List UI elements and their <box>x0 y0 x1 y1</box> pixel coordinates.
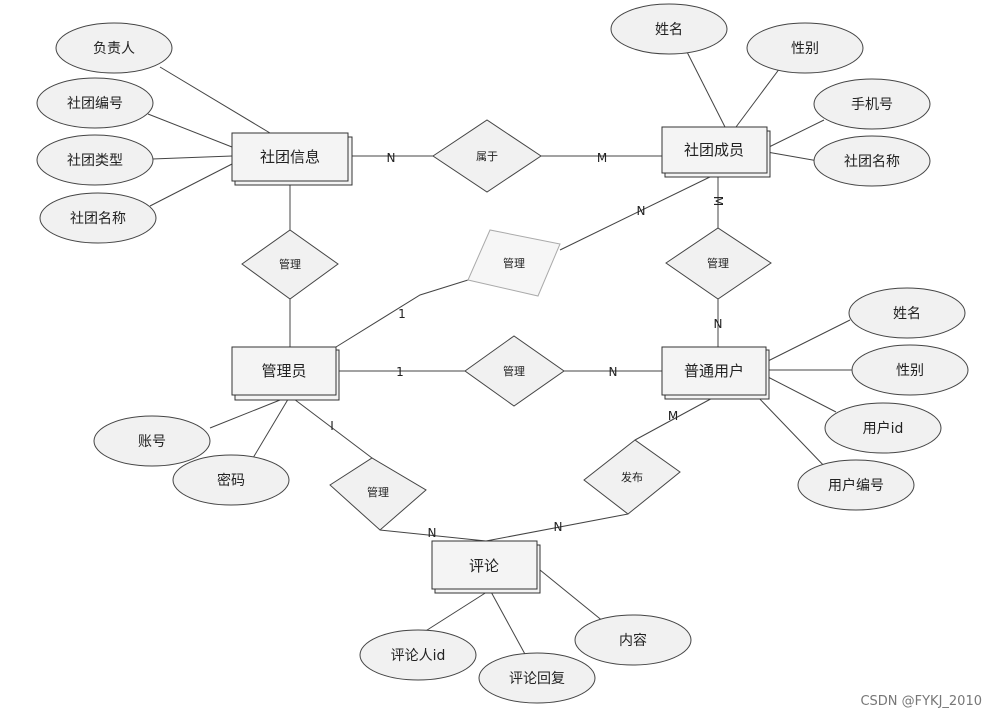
card-admin-comment-bottom: N <box>428 526 437 540</box>
rel-manage-club[interactable]: 管理 <box>241 229 339 300</box>
attr-club-fuzeren-label: 负责人 <box>93 41 135 57</box>
rel-manage-user-member-label: 管理 <box>707 256 729 270</box>
line-manage4-comment <box>379 529 487 542</box>
card-admin-user-left: 1 <box>396 365 404 379</box>
attr-club-fuzeren: 负责人 <box>55 22 173 74</box>
rel-manage-member-label: 管理 <box>503 256 525 270</box>
attr-member-name: 姓名 <box>610 3 728 55</box>
entity-admin-label: 管理员 <box>261 362 306 380</box>
rel-publish[interactable]: 发布 <box>583 439 681 515</box>
connections <box>147 47 852 657</box>
rel-manage-user-label: 管理 <box>503 364 525 378</box>
rel-manage-member[interactable]: 管理 <box>467 229 561 297</box>
line-admin-password <box>249 395 291 464</box>
entity-club-member[interactable]: 社团成员 <box>661 126 771 178</box>
attr-club-id-label: 社团编号 <box>67 96 123 112</box>
line-user-id <box>765 375 837 413</box>
line-user-name <box>765 319 851 363</box>
rel-manage-user[interactable]: 管理 <box>464 335 565 407</box>
attr-member-gender: 性别 <box>746 22 864 74</box>
attr-user-no-label: 用户编号 <box>828 477 884 494</box>
attr-member-phone-label: 手机号 <box>851 97 893 113</box>
rel-belongs[interactable]: 属于 <box>432 119 542 193</box>
line-manage2-admin <box>335 279 469 348</box>
entity-club-member-label: 社团成员 <box>684 141 744 159</box>
entity-normal-user[interactable]: 普通用户 <box>661 346 770 400</box>
entity-comment-label: 评论 <box>469 557 499 575</box>
attr-user-id: 用户id <box>824 402 942 454</box>
line-publish-user <box>634 394 719 441</box>
line-member-gender <box>735 67 781 128</box>
rel-belongs-label: 属于 <box>476 150 498 163</box>
rel-manage-comment-label: 管理 <box>367 485 389 499</box>
cardinalities: N M 1 N M N 1 N I N M N <box>330 151 725 540</box>
line-club-name <box>149 163 233 207</box>
attr-admin-account: 账号 <box>93 415 211 467</box>
line-comment-content <box>539 569 605 623</box>
card-user-comment-bottom: N <box>554 520 563 534</box>
line-admin-account <box>209 395 291 429</box>
rel-manage-comment[interactable]: 管理 <box>329 457 427 531</box>
attr-comment-content: 内容 <box>574 614 692 666</box>
attr-comment-userid: 评论人id <box>359 629 477 681</box>
attr-user-id-label: 用户id <box>863 420 904 437</box>
entity-admin[interactable]: 管理员 <box>231 346 340 401</box>
card-user-comment-top: M <box>668 409 678 423</box>
line-member-manage2 <box>559 174 715 251</box>
card-admin-user-right: N <box>609 365 618 379</box>
card-member-user-bottom: N <box>714 317 723 331</box>
watermark: CSDN @FYKJ_2010 <box>860 694 982 709</box>
attr-user-gender-label: 性别 <box>896 363 924 379</box>
line-fuzeren <box>159 66 271 134</box>
attr-member-phone: 手机号 <box>813 78 931 130</box>
rel-publish-label: 发布 <box>621 470 643 484</box>
attr-user-name: 姓名 <box>848 287 966 339</box>
line-comment-publish <box>485 513 629 542</box>
attr-admin-password-label: 密码 <box>217 472 245 489</box>
attr-comment-userid-label: 评论人id <box>391 648 446 664</box>
entity-club-info-label: 社团信息 <box>260 148 320 166</box>
line-user-no <box>755 394 829 471</box>
attr-user-no: 用户编号 <box>797 459 915 511</box>
attr-user-name-label: 姓名 <box>893 306 921 322</box>
line-comment-userid <box>423 589 491 633</box>
attr-member-name-label: 姓名 <box>655 22 683 38</box>
line-club-id <box>147 113 233 148</box>
entity-comment[interactable]: 评论 <box>431 540 541 594</box>
card-club-belongs-left: N <box>387 151 396 165</box>
attr-admin-password: 密码 <box>172 454 290 506</box>
attr-user-gender: 性别 <box>851 344 969 396</box>
attr-comment-reply: 评论回复 <box>478 652 596 704</box>
entity-club-info[interactable]: 社团信息 <box>231 132 353 186</box>
card-admin-member-member: N <box>637 204 646 218</box>
line-comment-reply <box>489 589 527 657</box>
attr-club-name: 社团名称 <box>39 192 157 244</box>
card-member-user-top: M <box>711 196 725 206</box>
rel-manage-club-label: 管理 <box>279 257 301 271</box>
attr-member-clubname-label: 社团名称 <box>844 154 900 170</box>
attr-club-name-label: 社团名称 <box>70 211 126 227</box>
attr-club-id: 社团编号 <box>36 77 154 129</box>
rel-manage-user-member[interactable]: 管理 <box>665 227 772 300</box>
attr-club-type-label: 社团类型 <box>67 153 123 169</box>
card-admin-member-admin: 1 <box>398 307 406 321</box>
card-admin-comment-top: I <box>330 419 334 433</box>
attr-comment-reply-label: 评论回复 <box>509 670 565 687</box>
attr-admin-account-label: 账号 <box>138 434 166 450</box>
attr-comment-content-label: 内容 <box>619 632 647 649</box>
attr-club-type: 社团类型 <box>36 134 154 186</box>
attr-member-gender-label: 性别 <box>791 41 819 57</box>
attr-member-clubname: 社团名称 <box>813 135 931 187</box>
line-member-phone <box>766 119 825 149</box>
line-admin-manage4 <box>289 395 373 459</box>
card-club-belongs-right: M <box>597 151 607 165</box>
line-club-type <box>151 155 233 160</box>
line-member-name <box>684 47 726 128</box>
entity-normal-user-label: 普通用户 <box>684 362 744 380</box>
